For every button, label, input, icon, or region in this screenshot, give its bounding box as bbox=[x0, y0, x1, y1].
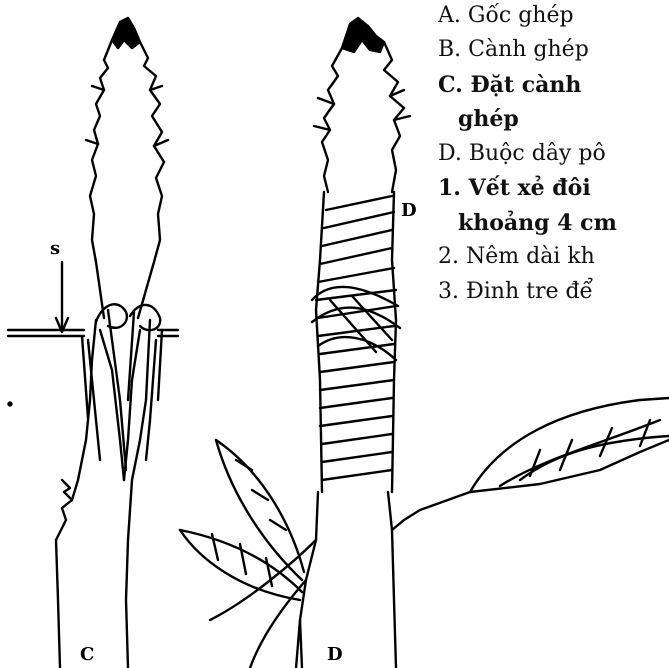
right-scion bbox=[314, 18, 410, 192]
legend-item-d: D. Buộc dây pô bbox=[438, 141, 606, 166]
label-s-marker: s bbox=[50, 238, 60, 259]
left-scion bbox=[86, 18, 168, 318]
label-right-plant-bottom: D bbox=[327, 644, 343, 665]
left-rootstock bbox=[56, 310, 156, 668]
legend-item-1-cont: khoảng 4 cm bbox=[458, 210, 617, 236]
right-binding-wrap bbox=[312, 192, 400, 492]
right-leaves bbox=[180, 398, 669, 668]
legend-item-c: C. Đặt cành bbox=[438, 72, 581, 98]
legend: A. Gốc ghép B. Cành ghép C. Đặt cành ghé… bbox=[438, 0, 669, 340]
label-right-plant-top: D bbox=[401, 200, 417, 221]
legend-item-1: 1. Vết xẻ đôi bbox=[438, 175, 591, 201]
legend-item-c-cont: ghép bbox=[458, 106, 519, 132]
bamboo-pin bbox=[8, 262, 178, 336]
legend-item-b: B. Cành ghép bbox=[438, 37, 589, 62]
label-left-plant: C bbox=[80, 644, 94, 665]
legend-item-a: A. Gốc ghép bbox=[438, 3, 574, 28]
legend-item-3: 3. Đinh tre để bbox=[438, 279, 593, 304]
legend-item-2: 2. Nêm dài kh bbox=[438, 244, 595, 269]
